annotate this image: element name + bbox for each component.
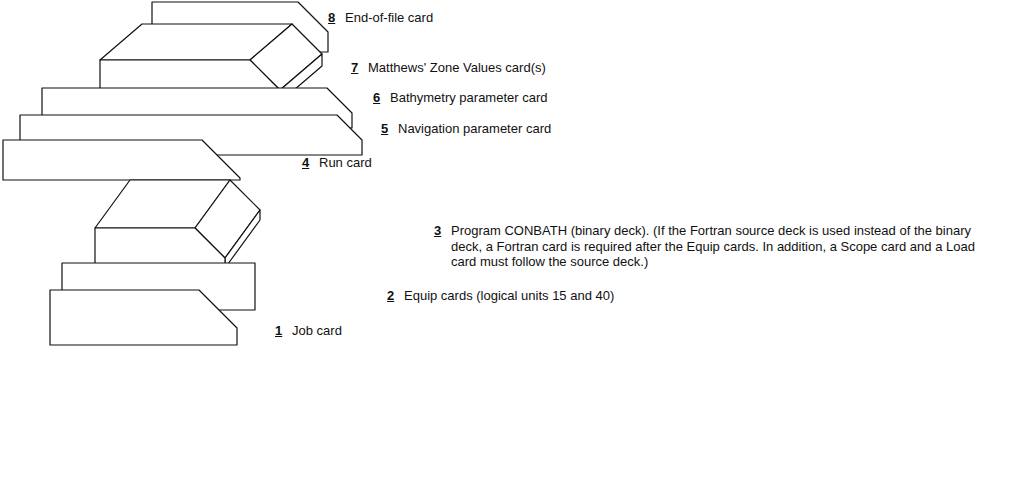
callout-number: 6 [373, 90, 380, 106]
card-outline [50, 290, 237, 345]
callout-number: 2 [387, 288, 394, 304]
callout-number: 5 [381, 121, 388, 137]
card-outline [3, 140, 240, 180]
card-label: Run card [319, 155, 372, 171]
card-outline [225, 210, 260, 268]
card-label: Matthews' Zone Values card(s) [368, 60, 546, 76]
card-label: Equip cards (logical units 15 and 40) [404, 288, 614, 304]
card-label: Program CONBATH (binary deck). (If the F… [451, 223, 991, 270]
card-outline [95, 228, 225, 268]
card-label: Job card [292, 323, 342, 339]
callout-number: 1 [275, 323, 282, 339]
callout-number: 8 [328, 10, 335, 26]
callout-number: 7 [351, 60, 358, 76]
card-label: End-of-file card [345, 10, 433, 26]
card-label: Navigation parameter card [398, 121, 551, 137]
callout-number: 4 [302, 155, 309, 171]
callout-number: 3 [434, 223, 441, 239]
card-label: Bathymetry parameter card [390, 90, 548, 106]
